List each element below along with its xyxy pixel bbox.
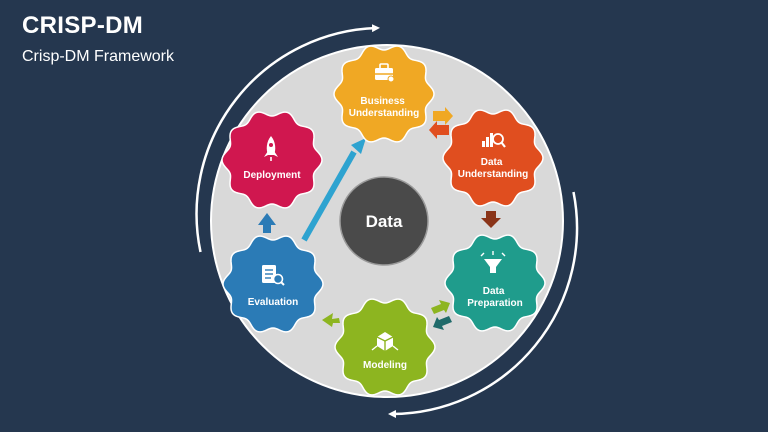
connector-understanding-to-preparation [481, 211, 501, 228]
stage-deployment[interactable]: Deployment [221, 111, 323, 209]
arrow-evaluation-to-business [301, 138, 366, 242]
svg-text:Deployment: Deployment [243, 170, 301, 181]
stage-badge [333, 45, 435, 143]
stage-label-line: Preparation [467, 298, 523, 309]
rocket-icon [264, 136, 278, 161]
connector-evaluation-to-deployment [258, 213, 276, 233]
svg-text:Business Understanding: Business Understanding [349, 96, 420, 119]
slide-subtitle: Crisp-DM Framework [22, 48, 174, 65]
stage-label-line: Evaluation [248, 297, 299, 308]
stage-label-line: Data [481, 157, 503, 168]
stage-label-line: Understanding [458, 169, 529, 180]
center-data-circle [339, 176, 429, 266]
slide-title: CRISP-DM [22, 12, 144, 39]
stage-label-line: Deployment [243, 170, 301, 181]
stage-label-line: Modeling [363, 360, 407, 371]
stage-business-understanding[interactable]: Business Understanding [333, 45, 435, 143]
stage-modeling[interactable]: Modeling [334, 298, 436, 396]
connector-preparation-to-modeling [433, 316, 452, 330]
stage-data-preparation[interactable]: Data Preparation [444, 234, 546, 332]
clipboard-check-icon [262, 265, 285, 286]
center-data-label: Data [366, 212, 403, 231]
stage-data-understanding[interactable]: Data Understanding [442, 109, 544, 207]
stage-evaluation[interactable]: Evaluation [222, 235, 324, 333]
chart-magnifier-icon [482, 133, 506, 148]
svg-text:Evaluation: Evaluation [248, 297, 299, 308]
stage-badge [444, 234, 546, 332]
stage-label-line: Understanding [349, 108, 420, 119]
svg-text:Modeling: Modeling [363, 360, 407, 371]
stage-badge [222, 235, 324, 333]
filter-funnel-icon [480, 251, 506, 273]
stage-badge [442, 109, 544, 207]
outer-ring-arc-top [195, 24, 380, 253]
stage-label-line: Business [360, 96, 405, 107]
connector-understanding-to-business [429, 121, 449, 139]
briefcase-icon [375, 63, 395, 83]
cube-network-icon [371, 332, 399, 351]
connector-business-to-understanding [433, 107, 453, 125]
stage-badge [221, 111, 323, 209]
connector-modeling-to-preparation [431, 300, 450, 314]
svg-text:Data Understanding: Data Understanding [458, 157, 529, 180]
svg-text:Data Preparation: Data Preparation [467, 286, 523, 309]
outer-ring-arc-bottom [388, 191, 579, 418]
stage-label-line: Data [483, 286, 505, 297]
connector-modeling-to-evaluation [322, 313, 340, 327]
